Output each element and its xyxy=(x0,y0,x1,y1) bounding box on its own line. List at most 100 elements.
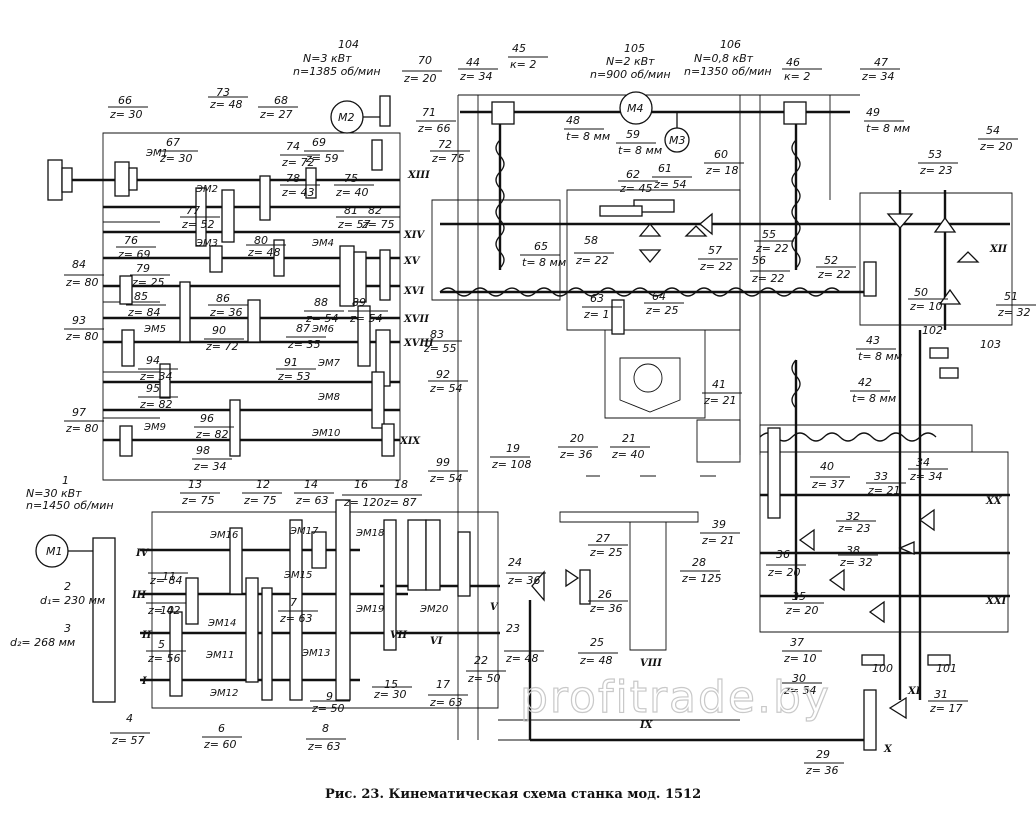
component-81-number: 81 xyxy=(344,204,358,217)
shaft-III-label: III xyxy=(131,590,146,601)
component-29-spec: z= 36 xyxy=(805,764,838,777)
clutch-14-label: ЭМ14 xyxy=(207,618,236,629)
component-71-number: 71 xyxy=(422,106,436,119)
component-88-number: 88 xyxy=(314,296,328,309)
component-14-number: 14 xyxy=(304,478,318,491)
component-72-spec: z= 75 xyxy=(431,152,464,165)
component-53-number: 53 xyxy=(928,148,942,161)
component-89-spec: z= 54 xyxy=(349,312,382,325)
component-47-number: 47 xyxy=(874,56,888,69)
component-32-number: 32 xyxy=(846,510,860,523)
component-4-number: 4 xyxy=(126,712,133,725)
component-52-number: 52 xyxy=(824,254,838,267)
shaft-VII-label: VII xyxy=(390,630,407,641)
component-4-spec: z= 57 xyxy=(111,734,144,747)
component-84-spec: z= 80 xyxy=(65,276,98,289)
clutch-2-label: ЭМ2 xyxy=(195,184,218,195)
component-8-spec: z= 63 xyxy=(307,740,340,753)
component-34-number: 34 xyxy=(916,456,930,469)
clutch-17-label: ЭМ17 xyxy=(289,526,319,537)
component-45-spec: к= 2 xyxy=(510,58,536,71)
component-16-number: 16 xyxy=(354,478,368,491)
component-6-spec: z= 60 xyxy=(203,738,236,751)
component-62-number: 62 xyxy=(626,168,640,181)
component-31-spec: z= 17 xyxy=(929,702,962,715)
component-57-spec: z= 22 xyxy=(699,260,732,273)
component-23-number: 23 xyxy=(506,622,520,635)
component-76-spec: z= 69 xyxy=(117,248,150,261)
component-98-spec: z= 34 xyxy=(193,460,226,473)
component-60-spec: z= 18 xyxy=(705,164,738,177)
pulley-3-number: 3 xyxy=(64,622,71,635)
component-90-number: 90 xyxy=(212,324,226,337)
component-39-number: 39 xyxy=(712,518,726,531)
component-14-spec: z= 63 xyxy=(295,494,328,507)
motor-m4-power: N=2 кВт xyxy=(606,55,655,68)
component-50-spec: z= 10 xyxy=(909,300,942,313)
component-33-spec: z= 21 xyxy=(867,484,900,497)
component-38-spec: z= 32 xyxy=(839,556,872,569)
component-22-number: 22 xyxy=(474,654,488,667)
shaft-VI-label: VI xyxy=(430,636,443,647)
component-74-spec: z= 72 xyxy=(281,156,314,169)
component-43-number: 43 xyxy=(866,334,880,347)
clutch-11-label: ЭМ11 xyxy=(205,650,234,661)
gears xyxy=(92,95,877,751)
component-69-number: 69 xyxy=(312,136,326,149)
component-20-spec: z= 36 xyxy=(559,448,592,461)
component-17-spec: z= 63 xyxy=(429,696,462,709)
component-30-number: 30 xyxy=(792,672,806,685)
component-55-spec: z= 22 xyxy=(755,242,788,255)
component-78-spec: z= 43 xyxy=(281,186,314,199)
component-97-number: 97 xyxy=(72,406,86,419)
shaft-XX-label: XX xyxy=(985,496,1003,507)
component-5-spec: z= 56 xyxy=(147,652,180,665)
component-21-number: 21 xyxy=(622,432,636,445)
clutch-20-label: ЭМ20 xyxy=(419,604,448,615)
component-42-spec: t= 8 мм xyxy=(852,392,896,405)
component-93-number: 93 xyxy=(72,314,86,327)
shaft-VIII-label: VIII xyxy=(640,658,662,669)
component-68-spec: z= 27 xyxy=(259,108,292,121)
component-91-spec: z= 53 xyxy=(277,370,310,383)
component-66-number: 66 xyxy=(118,94,132,107)
shaft-XI-label: XI xyxy=(907,686,921,697)
component-79-number: 79 xyxy=(136,262,150,275)
housings xyxy=(102,94,1013,741)
component-47-spec: z= 34 xyxy=(861,70,894,83)
component-40-spec: z= 37 xyxy=(811,478,844,491)
component-19-spec: z= 108 xyxy=(491,458,531,471)
component-25-spec: z= 48 xyxy=(579,654,612,667)
component-44-spec: z= 34 xyxy=(459,70,492,83)
component-43-spec: t= 8 мм xyxy=(858,350,902,363)
component-12-spec: z= 75 xyxy=(243,494,276,507)
component-10-spec: z= 42 xyxy=(147,604,180,617)
component-55-number: 55 xyxy=(762,228,776,241)
component-85-number: 85 xyxy=(134,290,148,303)
component-92-spec: z= 54 xyxy=(429,382,462,395)
motor-m4-speed: n=900 об/мин xyxy=(590,68,671,81)
component-9-number: 9 xyxy=(326,690,333,703)
component-70-spec: z= 20 xyxy=(403,72,436,85)
component-83-number: 83 xyxy=(430,328,444,341)
component-73-number: 73 xyxy=(216,86,230,99)
component-42-number: 42 xyxy=(858,376,872,389)
motor-m4-icon xyxy=(619,91,653,125)
component-17-number: 17 xyxy=(436,678,450,691)
component-94-spec: z= 34 xyxy=(139,370,172,383)
clutch-12-label: ЭМ12 xyxy=(209,688,238,699)
component-74-number: 74 xyxy=(286,140,300,153)
component-65-spec: t= 8 мм xyxy=(522,256,566,269)
component-52-spec: z= 22 xyxy=(817,268,850,281)
component-80-number: 80 xyxy=(254,234,268,247)
clutch-1-label: ЭМ1 xyxy=(145,148,168,159)
component-16-spec: z= 120 xyxy=(343,496,383,509)
component-51-spec: z= 32 xyxy=(997,306,1030,319)
component-98-number: 98 xyxy=(196,444,210,457)
component-70-number: 70 xyxy=(418,54,432,67)
shaft-XVII-label: XVII xyxy=(403,314,429,325)
component-83-spec: z= 55 xyxy=(423,342,456,355)
shaft-XVI-label: XVI xyxy=(403,286,425,297)
component-46-spec: к= 2 xyxy=(784,70,810,83)
